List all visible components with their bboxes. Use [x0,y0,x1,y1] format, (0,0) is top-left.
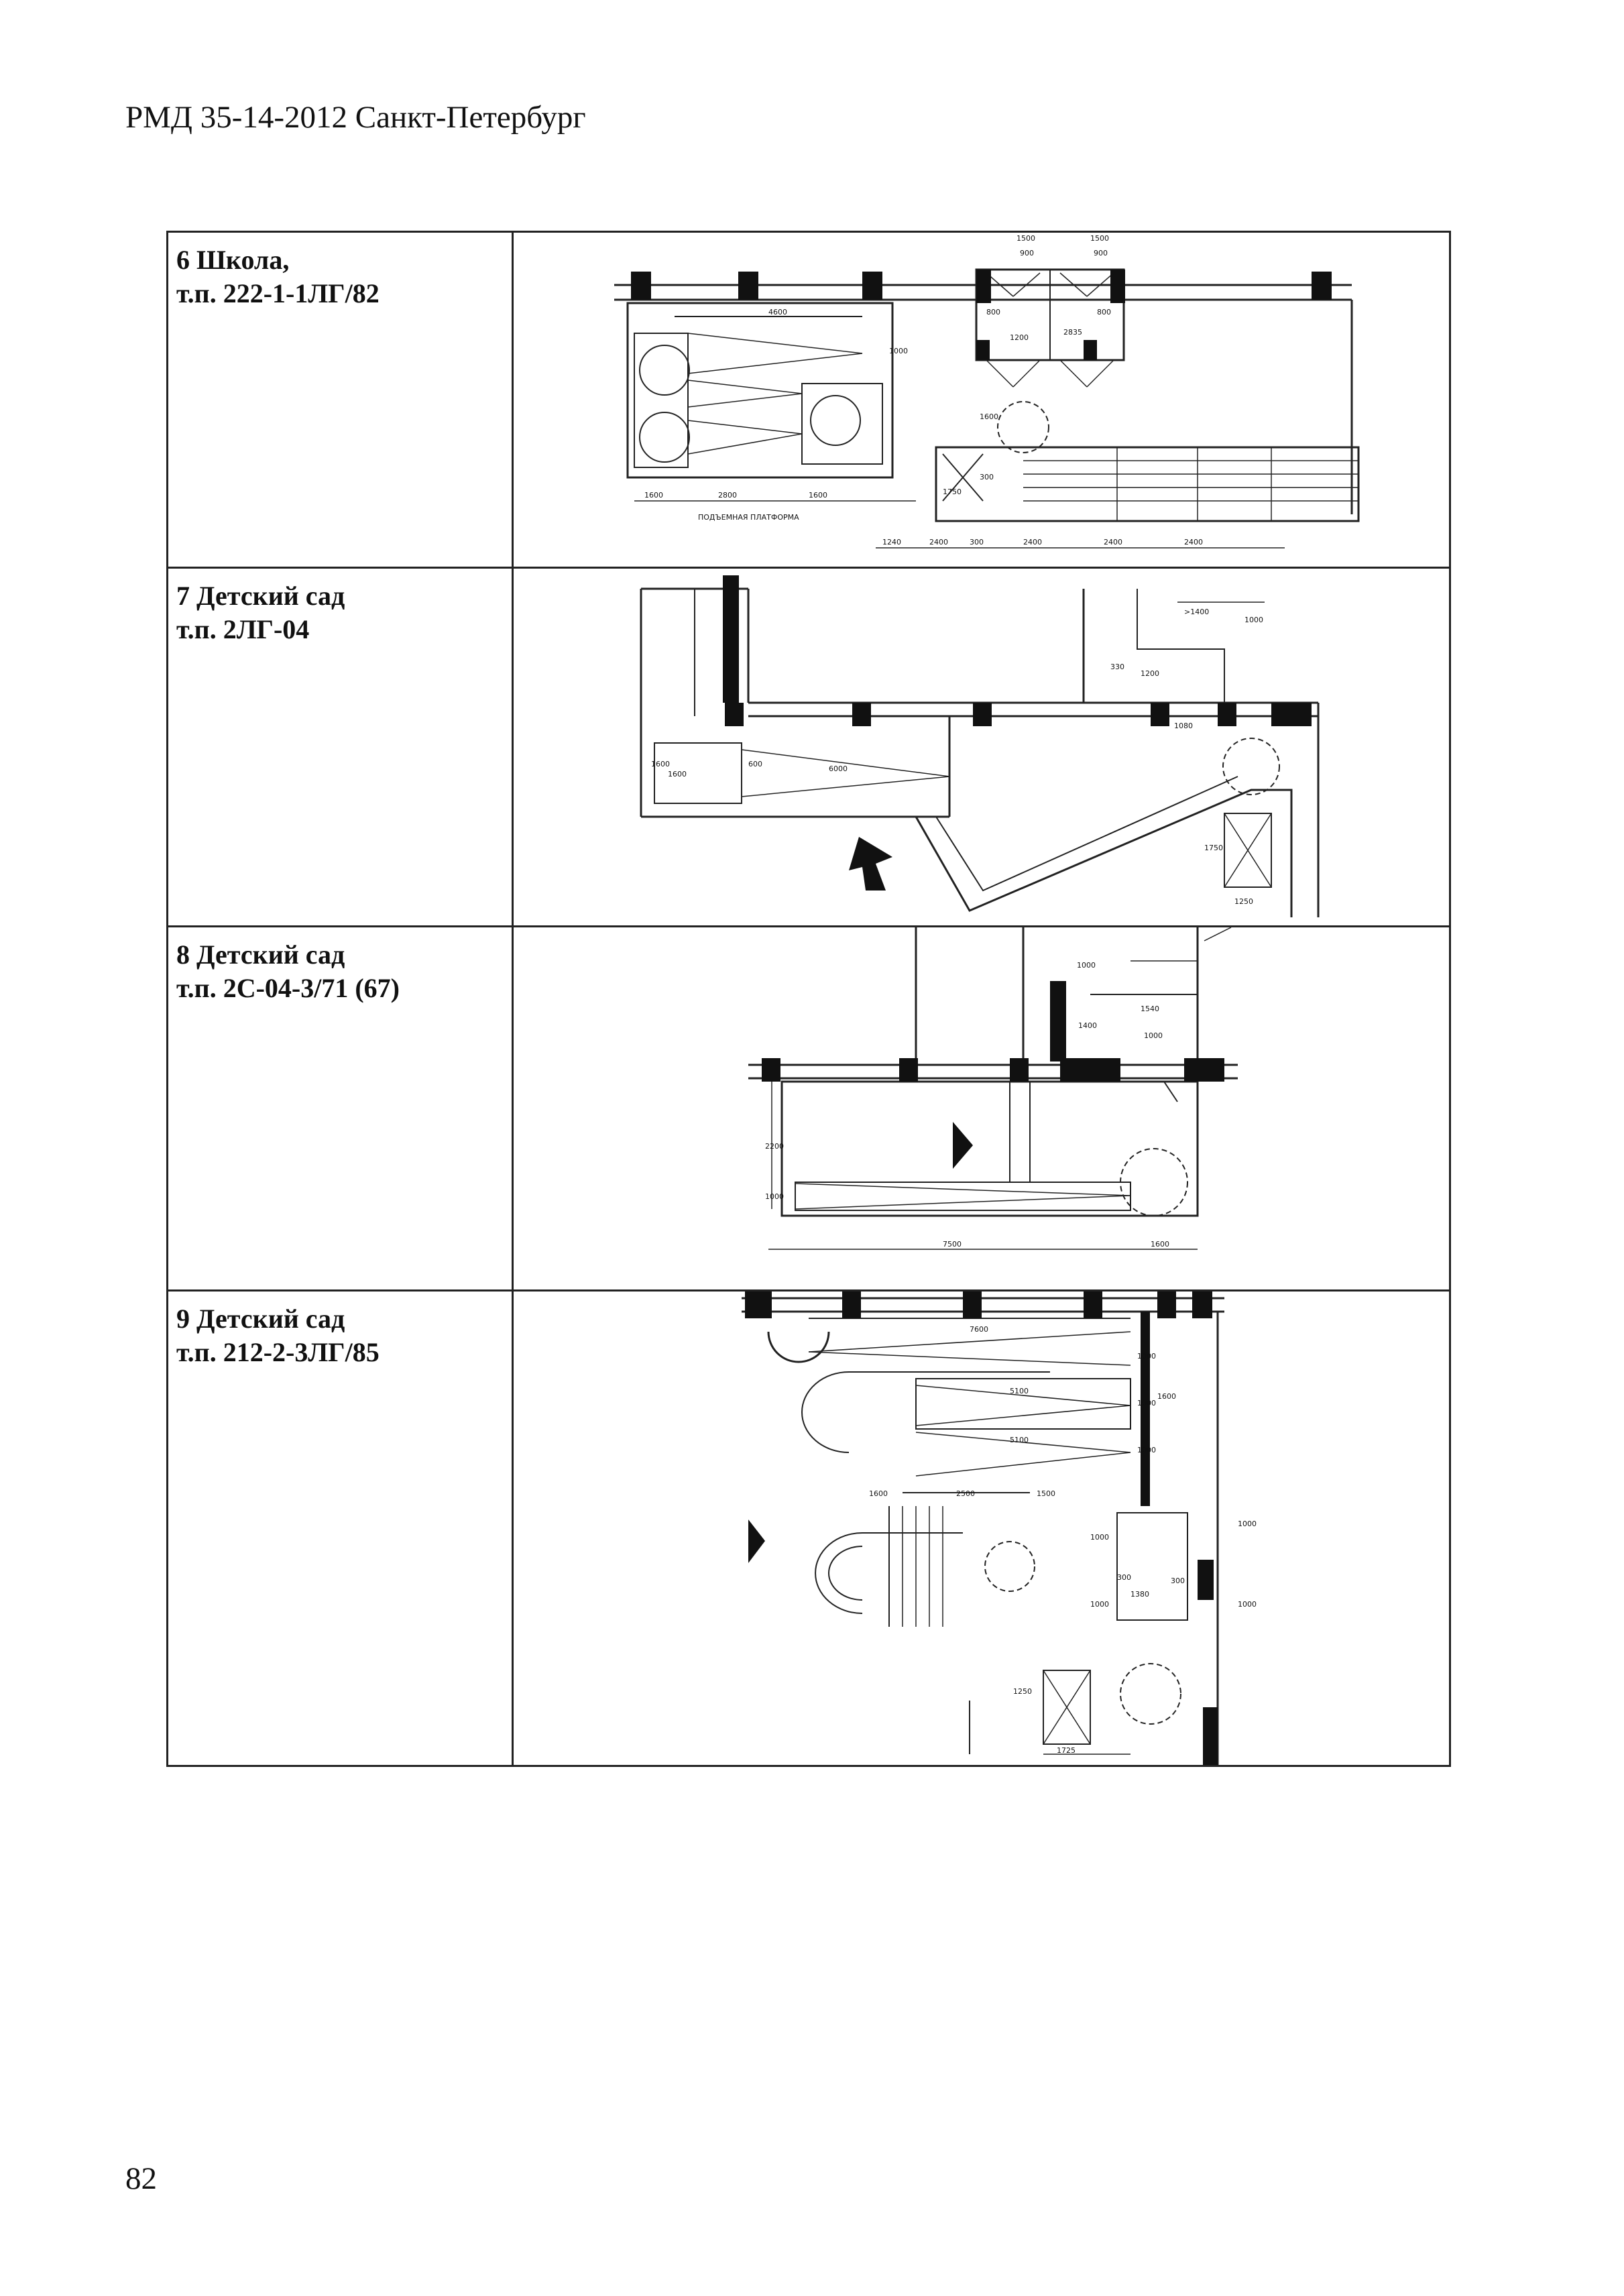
dim-label: 2400 [929,538,948,547]
dim-label: 1600 [1151,1240,1169,1249]
building-name: 7 Детский сад [176,581,345,611]
dim-label: 5100 [1010,1387,1029,1395]
dim-label: 2500 [956,1489,975,1498]
dim-label: 1540 [1141,1005,1159,1013]
dim-label: 1500 [1037,1489,1055,1498]
dim-label: 900 [1094,249,1108,257]
dim-label: 1000 [1090,1600,1109,1609]
dim-label: 1000 [1090,1533,1109,1542]
dim-label: 1080 [1174,722,1193,730]
row-label-cell: 8 Детский сад т.п. 2С-04-3/71 (67) [166,925,514,1292]
dim-label: 1240 [882,538,901,547]
project-code: т.п. 2ЛГ-04 [176,614,310,644]
dim-label: >1400 [1184,608,1209,616]
floor-plan-drawing: 7600 5100 5100 1000 1000 1000 1600 1600 … [742,1292,1257,1765]
dim-label: 1380 [1130,1590,1149,1599]
dim-label: 330 [1110,663,1124,671]
dim-label: 1750 [943,487,962,496]
dim-label: 1000 [1244,616,1263,624]
floor-plan-drawing: 1000 1400 1540 1000 2200 1000 7500 1600 [748,927,1238,1250]
dim-label: 1750 [1204,844,1223,852]
project-code: т.п. 2С-04-3/71 (67) [176,973,400,1003]
dim-label: 1400 [1078,1021,1097,1030]
dim-label: 300 [980,473,994,481]
dim-label: 300 [1117,1573,1131,1582]
dim-label: 1500 [1017,234,1035,243]
floor-plan-drawing: >1400 1000 330 1200 1080 1600 1600 600 6… [640,575,1320,917]
dim-label: 1600 [651,760,670,768]
dim-label: 2400 [1023,538,1042,547]
floor-plan-cell: >1400 1000 330 1200 1080 1600 1600 600 6… [512,567,1451,927]
dim-label: 1000 [1077,961,1096,970]
dim-label: 1600 [869,1489,888,1498]
dim-label: 1000 [1238,1519,1257,1528]
dim-label: 4600 [768,308,787,317]
dim-label: 5100 [1010,1436,1029,1444]
dim-label: 1000 [1144,1031,1163,1040]
document-header: РМД 35-14-2012 Санкт-Петербург [125,100,586,135]
dim-label: 1600 [644,491,663,500]
dim-label: 2200 [765,1142,784,1151]
building-name: 8 Детский сад [176,939,345,970]
dim-label: 300 [1171,1576,1185,1585]
table-row: 6 Школа, т.п. 222-1-1ЛГ/82 [166,231,1451,569]
building-name: 9 Детский сад [176,1304,345,1334]
table-row: 8 Детский сад т.п. 2С-04-3/71 (67) [166,925,1451,1292]
dim-label: 1000 [1238,1600,1257,1609]
floor-plan-cell: 1500 1500 900 900 4600 1000 800 1200 283… [512,231,1451,569]
dim-label: 2800 [718,491,737,500]
dim-label: 2400 [1184,538,1203,547]
dim-label: 1250 [1234,897,1253,906]
dim-label: 1600 [980,412,998,421]
dim-label: 1000 [765,1192,784,1201]
table-row: 9 Детский сад т.п. 212-2-3ЛГ/85 [166,1289,1451,1767]
row-label-cell: 7 Детский сад т.п. 2ЛГ-04 [166,567,514,927]
row-label-cell: 6 Школа, т.п. 222-1-1ЛГ/82 [166,231,514,569]
dim-label: 1000 [1137,1446,1156,1454]
project-code: т.п. 222-1-1ЛГ/82 [176,278,380,308]
dim-label: 1000 [1137,1352,1156,1361]
dim-label: 1725 [1057,1746,1076,1755]
dim-label: 1600 [1157,1392,1176,1401]
row-label-cell: 9 Детский сад т.п. 212-2-3ЛГ/85 [166,1289,514,1767]
dim-label: 600 [748,760,762,768]
dim-label: 1000 [889,347,908,355]
dim-label: 2835 [1063,328,1082,337]
dim-label: 7600 [970,1325,988,1334]
dim-label: ПОДЪЕМНАЯ ПЛАТФОРМА [698,513,799,522]
dim-label: 1250 [1013,1687,1032,1696]
dim-label: 1500 [1090,234,1109,243]
dim-label: 1000 [1137,1399,1156,1408]
floor-plan-drawing: 1500 1500 900 900 4600 1000 800 1200 283… [614,234,1360,549]
plans-table: 6 Школа, т.п. 222-1-1ЛГ/82 [166,231,1451,1767]
dim-label: 300 [970,538,984,547]
dim-label: 800 [1097,308,1111,317]
dim-label: 6000 [829,764,848,773]
dim-label: 2400 [1104,538,1122,547]
dim-label: 1600 [809,491,827,500]
floor-plan-cell: 7600 5100 5100 1000 1000 1000 1600 1600 … [512,1289,1451,1767]
dim-label: 1200 [1141,669,1159,678]
building-name: 6 Школа, [176,245,290,275]
dim-label: 1200 [1010,333,1029,342]
dim-label: 7500 [943,1240,962,1249]
floor-plan-cell: 1000 1400 1540 1000 2200 1000 7500 1600 [512,925,1451,1292]
table-row: 7 Детский сад т.п. 2ЛГ-04 [166,567,1451,927]
dim-label: 900 [1020,249,1034,257]
dim-label: 1600 [668,770,687,779]
dim-label: 800 [986,308,1000,317]
page-number: 82 [125,2161,157,2196]
project-code: т.п. 212-2-3ЛГ/85 [176,1337,380,1367]
